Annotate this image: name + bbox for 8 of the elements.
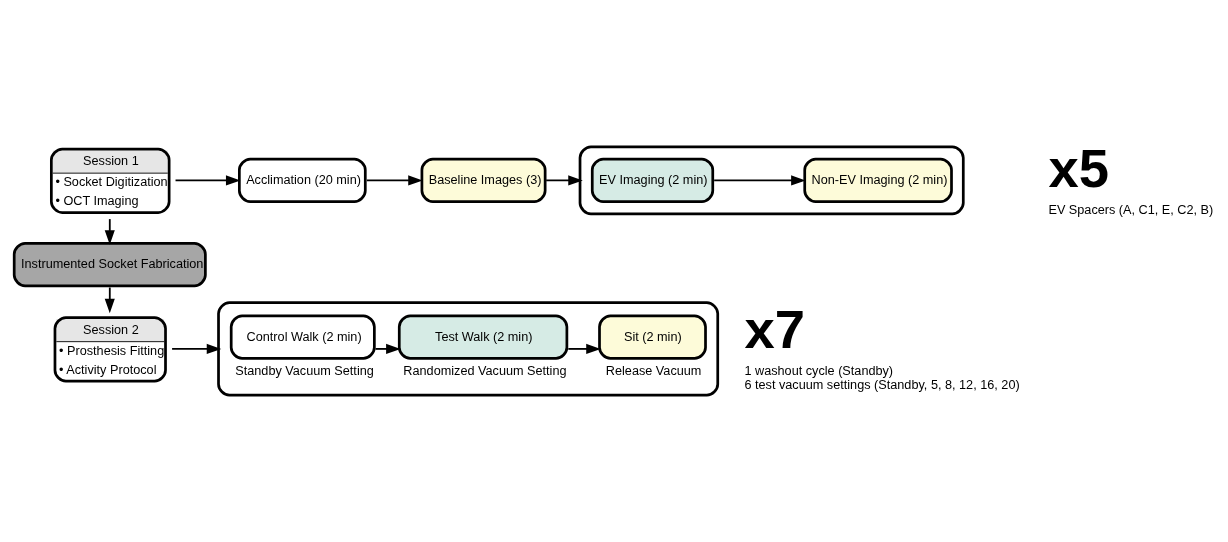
node-label: x5: [1048, 137, 1109, 199]
node-label: 6 test vacuum settings (Standby, 5, 8, 12, 16, 20): [744, 377, 1020, 392]
node-label: Release Vacuum: [605, 364, 702, 379]
node-label: 1 washout cycle (Standby): [744, 364, 894, 379]
node-label: EV Spacers (A, C1, E, C2, B): [1048, 203, 1214, 218]
node-label: Randomized Vacuum Setting: [403, 364, 567, 379]
node-label: Standby Vacuum Setting: [235, 364, 374, 379]
node-label: x7: [744, 299, 805, 361]
